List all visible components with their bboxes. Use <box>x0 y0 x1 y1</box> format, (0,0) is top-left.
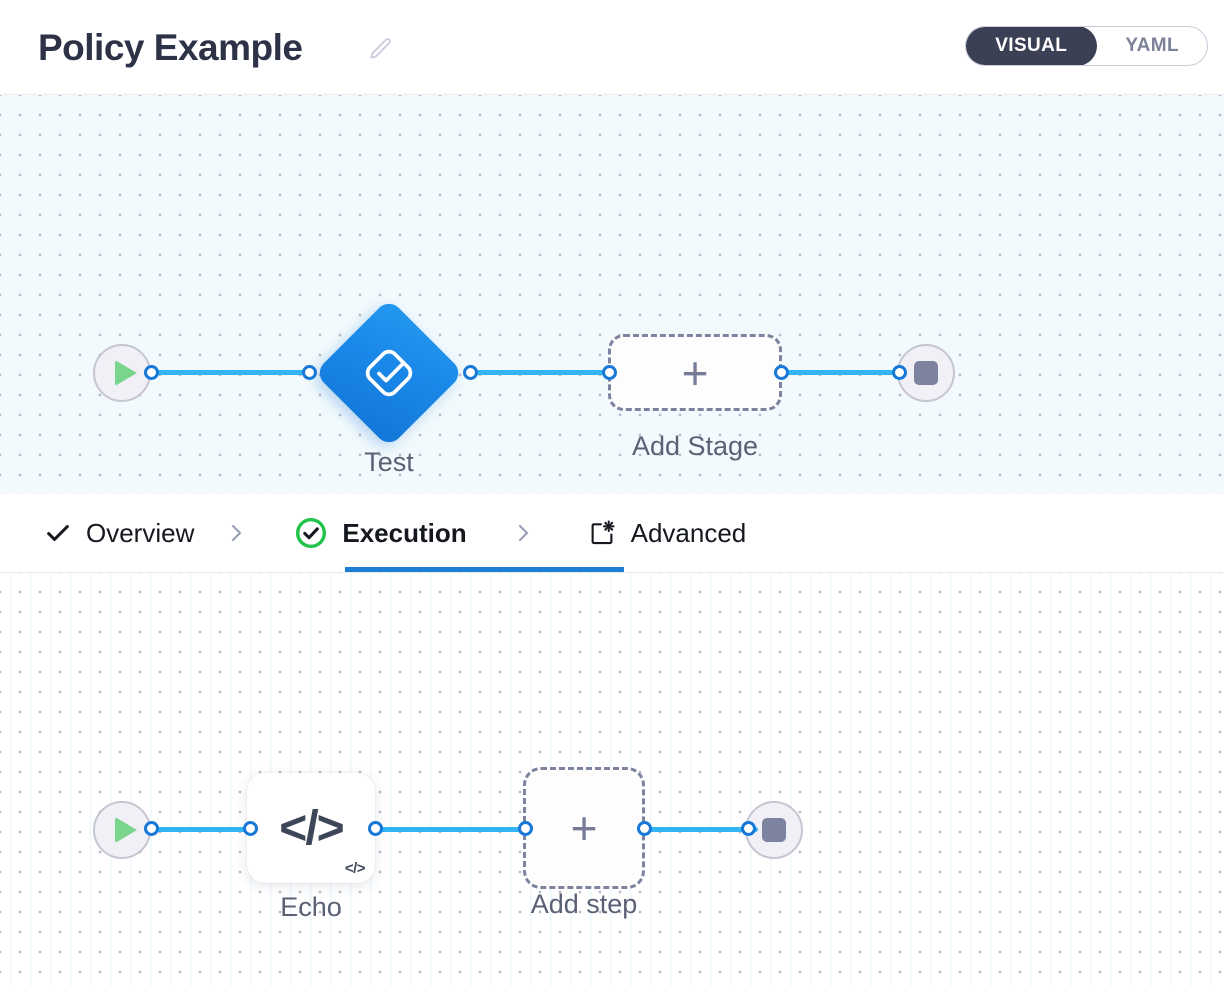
port-addstage-out[interactable] <box>774 365 789 380</box>
port-echo-out[interactable] <box>368 821 383 836</box>
chevron-right-icon-2 <box>503 518 543 548</box>
stage-canvas[interactable]: Test + Add Stage <box>0 95 1224 494</box>
play-icon <box>93 344 151 402</box>
page-header: Policy Example VISUAL YAML <box>0 0 1224 95</box>
step-canvas[interactable]: </> </> Echo + Add step <box>0 572 1224 986</box>
port-test-out[interactable] <box>463 365 478 380</box>
edge-test-to-addstage <box>466 370 616 375</box>
edge-start-to-echo <box>152 827 256 832</box>
port-start-out[interactable] <box>144 365 159 380</box>
step-node-echo[interactable]: </> </> <box>247 773 375 883</box>
stage-end-node[interactable] <box>897 344 955 402</box>
plus-icon: + <box>570 802 598 854</box>
add-stage-label: Add Stage <box>631 431 759 461</box>
settings-box-icon <box>587 518 617 548</box>
edge-addstage-to-end <box>776 370 906 375</box>
port-addstep-out[interactable] <box>637 821 652 836</box>
step-label-echo: Echo <box>280 892 342 922</box>
step-start-node[interactable] <box>93 801 151 859</box>
tab-execution-label: Execution <box>342 517 467 548</box>
port-step-start-out[interactable] <box>144 821 159 836</box>
stage-label-test: Test <box>364 447 414 477</box>
stop-square-icon <box>914 361 938 385</box>
add-stage-button[interactable]: + <box>608 334 782 411</box>
edge-echo-to-addstep <box>374 827 532 832</box>
port-step-end-in[interactable] <box>741 821 756 836</box>
play-triangle-icon <box>114 360 137 386</box>
stop-square-icon <box>762 818 786 842</box>
tab-overview-label: Overview <box>86 517 195 548</box>
tab-advanced[interactable]: Advanced <box>565 494 769 572</box>
edge-addstep-to-end <box>640 827 758 832</box>
stage-diamond-shape <box>314 298 464 448</box>
stage-node-test[interactable] <box>314 298 464 448</box>
play-icon <box>93 801 151 859</box>
chevron-right-icon <box>216 518 256 548</box>
tab-overview[interactable]: Overview <box>0 494 216 572</box>
pencil-icon[interactable] <box>367 36 393 62</box>
play-triangle-icon <box>114 817 137 843</box>
tab-execution[interactable]: Execution <box>272 494 488 572</box>
view-mode-toggle[interactable]: VISUAL YAML <box>965 26 1208 66</box>
toggle-option-yaml[interactable]: YAML <box>1125 35 1179 56</box>
tab-advanced-label: Advanced <box>630 517 747 548</box>
port-addstage-in[interactable] <box>602 365 617 380</box>
port-end-in[interactable] <box>892 365 907 380</box>
code-icon: </> <box>279 801 344 855</box>
page-title: Policy Example <box>38 27 303 68</box>
port-test-in[interactable] <box>302 365 317 380</box>
plus-icon: + <box>681 346 709 399</box>
section-tabs[interactable]: Overview Execution <box>0 494 1224 572</box>
edge-start-to-test <box>152 370 316 375</box>
port-echo-in[interactable] <box>243 821 258 836</box>
port-addstep-in[interactable] <box>518 821 533 836</box>
check-circle-icon <box>294 516 328 550</box>
stop-icon <box>897 344 955 402</box>
stage-start-node[interactable] <box>93 344 151 402</box>
add-step-button[interactable]: + <box>523 767 645 889</box>
toggle-option-visual[interactable]: VISUAL <box>966 27 1098 65</box>
active-tab-indicator <box>345 567 624 572</box>
add-step-label: Add step <box>530 889 638 919</box>
code-badge-icon: </> <box>344 860 366 877</box>
check-icon <box>44 519 72 547</box>
